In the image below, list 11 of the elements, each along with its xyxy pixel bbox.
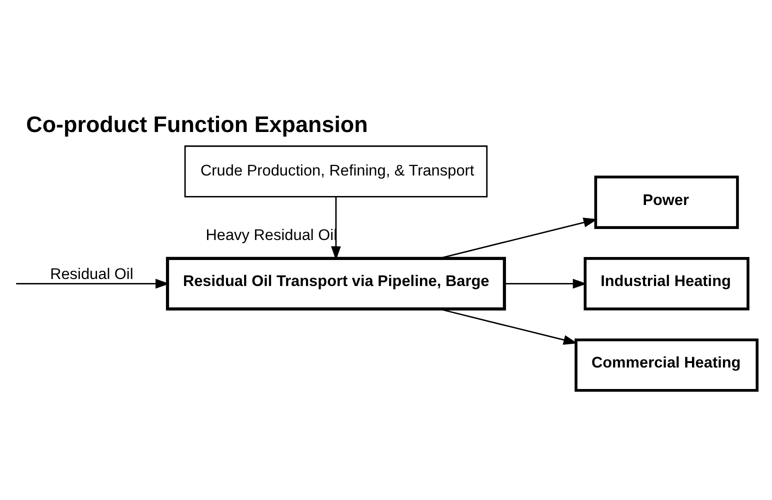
edge-label: Residual Oil — [50, 266, 134, 284]
node-box: Commercial Heating — [574, 338, 759, 392]
arrow — [439, 218, 598, 260]
node-box: Crude Production, Refining, & Transport — [184, 145, 488, 198]
node-box: Residual Oil Transport via Pipeline, Barge — [166, 256, 506, 310]
arrow — [16, 278, 170, 289]
node-box: Power — [594, 176, 739, 229]
node-box: Industrial Heating — [584, 257, 750, 310]
diagram-title: Co-product Function Expansion — [26, 112, 368, 137]
arrow — [504, 278, 587, 289]
arrow — [439, 308, 578, 345]
